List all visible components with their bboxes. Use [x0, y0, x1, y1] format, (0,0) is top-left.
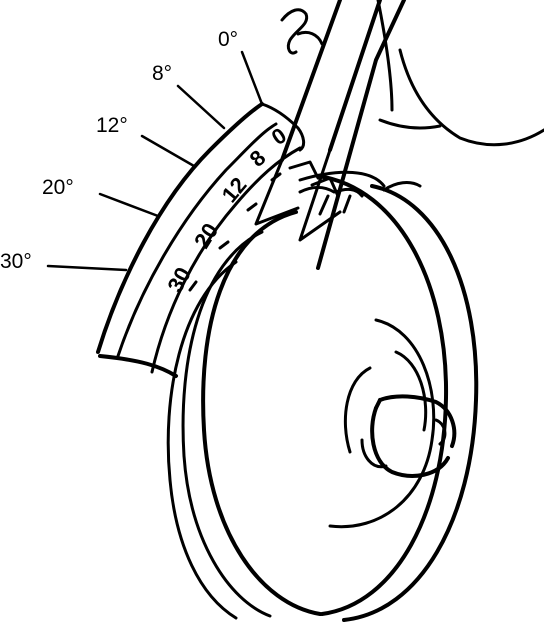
engine-housing: [376, 0, 544, 147]
timing-pointer: [254, 0, 406, 270]
crankshaft-pulley: [166, 170, 479, 622]
callout-leaders: [46, 50, 264, 272]
callout-20: 20°: [42, 176, 74, 199]
scale-mark-8: 8: [245, 145, 271, 172]
timing-scale-plate: [96, 102, 306, 378]
callout-30: 30°: [0, 250, 32, 273]
callout-0: 0°: [218, 28, 238, 51]
leader-20: [98, 192, 160, 218]
scale-mark-20: 20: [189, 219, 223, 253]
pulley-hub-bolt: [360, 394, 457, 478]
scale-mark-12: 12: [217, 172, 252, 207]
leader-12: [140, 134, 196, 168]
callout-labels: 0° 8° 12° 20° 30°: [0, 28, 238, 273]
leader-8: [176, 84, 226, 130]
callout-8: 8°: [152, 62, 172, 85]
leader-30: [46, 264, 128, 272]
callout-12: 12°: [96, 114, 128, 137]
leader-0: [240, 50, 264, 106]
